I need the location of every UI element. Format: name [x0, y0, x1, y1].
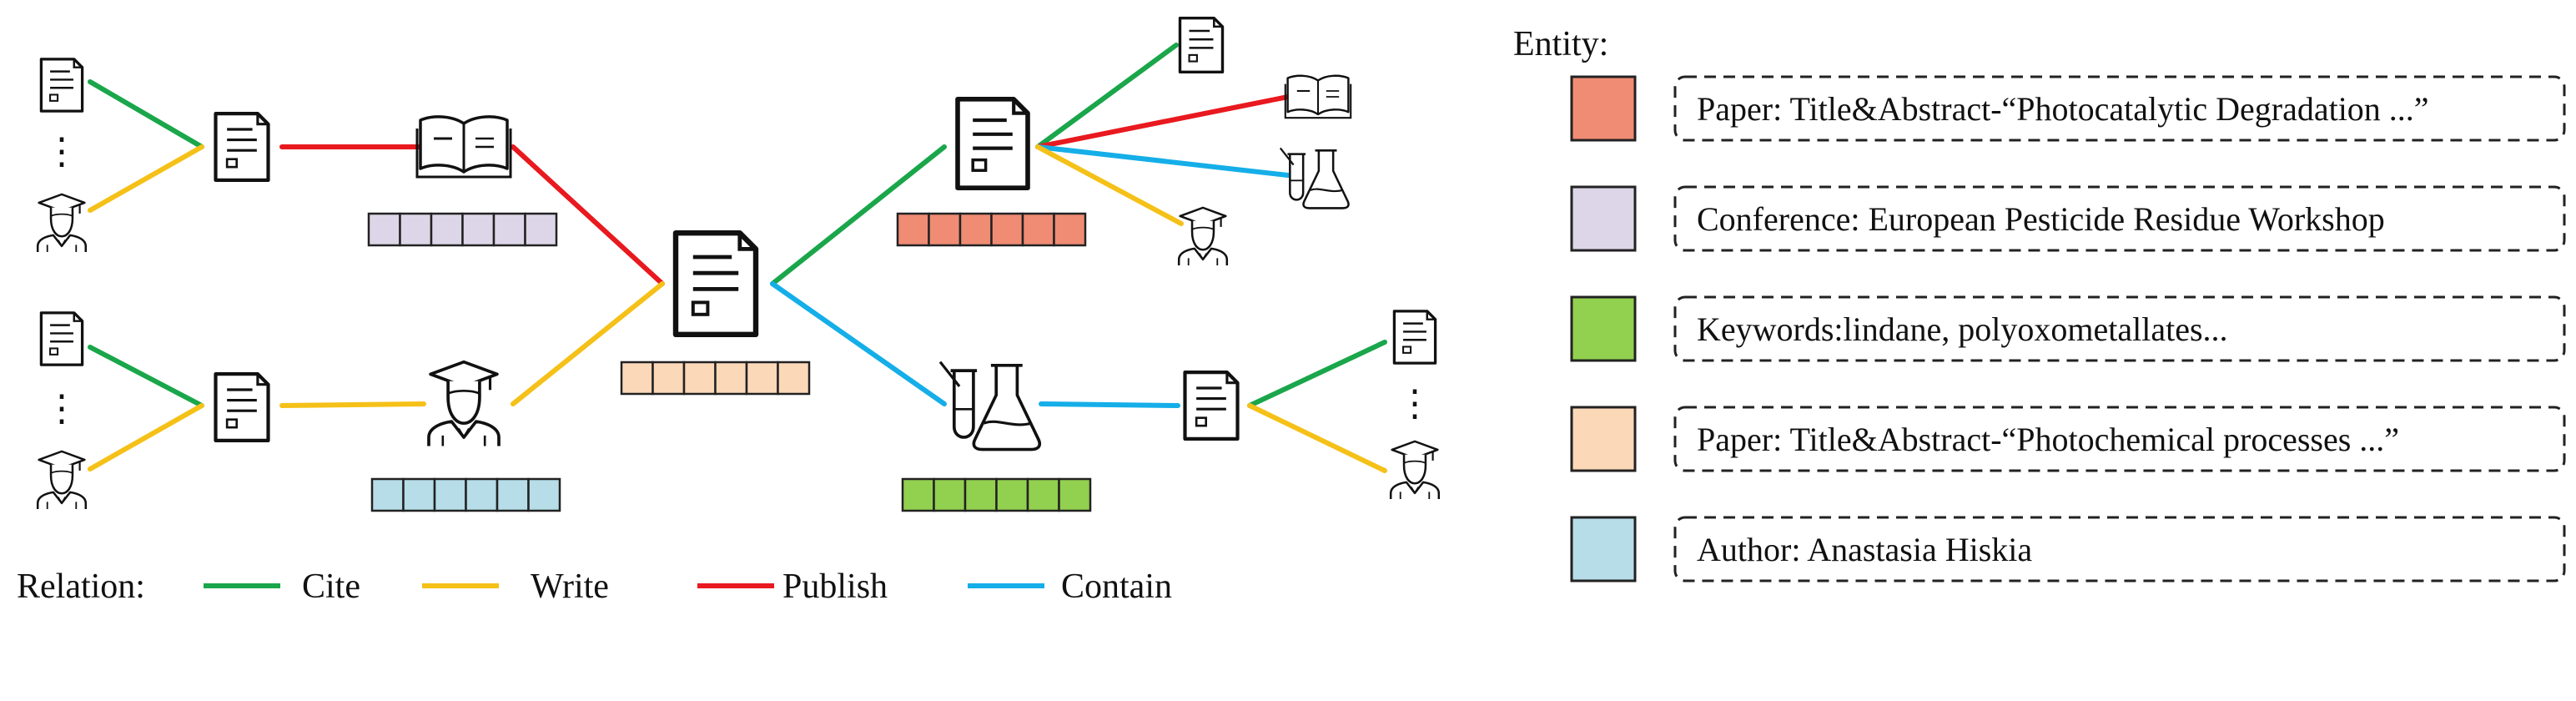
entity-label-box	[1673, 295, 2566, 362]
edge-write	[511, 281, 665, 406]
relation-label-cite: Cite	[302, 567, 360, 606]
embedding-cell	[492, 212, 526, 247]
entity-color-swatch	[1570, 75, 1637, 142]
entity-label-text: Keywords:lindane, polyoxometallates...	[1697, 310, 2228, 348]
edge-write	[1247, 403, 1387, 473]
edge-write	[279, 401, 426, 408]
relation-label-write: Write	[531, 567, 609, 606]
entity-label-text: Author: Anastasia Hiskia	[1697, 531, 2032, 568]
entity-label-text: Paper: Title&Abstract-“Photochemical pro…	[1697, 421, 2399, 458]
entity-color-swatch	[1570, 516, 1637, 582]
entity-color-swatch	[1570, 406, 1637, 472]
paper-embedding	[896, 212, 1087, 247]
embedding-cell	[745, 361, 779, 396]
ellipsis-text: ⋮	[43, 388, 80, 429]
document-icon	[216, 113, 269, 180]
relation-legend: Relation: Cite Write Publish Contain	[17, 567, 1172, 606]
edge-cite	[770, 144, 947, 286]
embedding-cell	[933, 477, 967, 512]
embedding-cell	[714, 361, 748, 396]
entity-label-box	[1673, 75, 2566, 142]
edge-publish	[1035, 94, 1291, 149]
embedding-cell	[995, 477, 1029, 512]
edge-write	[88, 144, 204, 213]
edge-contain	[1039, 401, 1180, 408]
graph-nodes: ⋮ ⋮ ⋮	[36, 16, 1441, 511]
document-icon	[676, 233, 756, 335]
document-icon	[39, 311, 84, 366]
embedding-cell	[402, 477, 436, 512]
graph-edges	[88, 43, 1387, 473]
center-paper-embedding	[620, 361, 811, 396]
flask-icon	[938, 360, 1042, 451]
embedding-cell	[433, 477, 467, 512]
edge-contain	[1035, 144, 1291, 178]
document-icon	[216, 374, 269, 441]
edge-write	[1035, 144, 1184, 226]
graduate-icon	[36, 193, 88, 254]
graduate-icon	[36, 450, 88, 511]
edge-cite	[88, 79, 204, 149]
conference-embedding	[367, 212, 558, 247]
relation-label-publish: Publish	[782, 567, 888, 606]
author-embedding	[370, 477, 561, 512]
embedding-cell	[370, 477, 405, 512]
ellipsis-text: ⋮	[1396, 383, 1433, 424]
embedding-cell	[430, 212, 464, 247]
embedding-cell	[527, 477, 561, 512]
document-icon	[1178, 16, 1225, 74]
embedding-cell	[901, 477, 935, 512]
embedding-cell	[1026, 477, 1060, 512]
embedding-cell	[990, 212, 1024, 247]
entity-label-box	[1673, 516, 2566, 582]
graduate-icon	[427, 360, 501, 448]
embedding-cell	[896, 212, 930, 247]
entity-label-text: Paper: Title&Abstract-“Photocatalytic De…	[1697, 90, 2429, 128]
book-icon	[415, 115, 512, 179]
entity-color-swatch	[1570, 295, 1637, 362]
keywords-embedding	[901, 477, 1092, 512]
embedding-cell	[496, 477, 530, 512]
embedding-cell	[524, 212, 558, 247]
entity-legend-title: Entity:	[1513, 25, 1608, 63]
document-icon	[1392, 310, 1437, 365]
graduate-icon	[1177, 206, 1229, 267]
embedding-cell	[963, 477, 998, 512]
ellipsis-text: ⋮	[43, 131, 80, 172]
edge-write	[88, 403, 204, 472]
edge-publish	[511, 144, 665, 286]
embedding-cell	[399, 212, 433, 247]
book-icon	[1284, 74, 1352, 119]
embedding-cell	[777, 361, 811, 396]
embedding-cell	[682, 361, 717, 396]
embedding-cell	[928, 212, 962, 247]
entity-color-swatch	[1570, 185, 1637, 252]
relation-legend-title: Relation:	[17, 567, 145, 606]
embedding-vectors	[367, 212, 1092, 512]
embedding-cell	[461, 212, 496, 247]
document-icon	[39, 58, 84, 113]
relation-label-contain: Contain	[1061, 567, 1172, 606]
document-icon	[1185, 372, 1238, 439]
graduate-icon	[1389, 440, 1441, 501]
embedding-cell	[1058, 477, 1092, 512]
embedding-cell	[620, 361, 654, 396]
document-icon	[958, 99, 1028, 188]
edge-cite	[1035, 43, 1179, 149]
embedding-cell	[367, 212, 401, 247]
entity-label-box	[1673, 406, 2566, 472]
embedding-cell	[1021, 212, 1055, 247]
embedding-cell	[465, 477, 499, 512]
embedding-cell	[1053, 212, 1087, 247]
entity-legend: Entity: Paper: Title&Abstract-“Photocata…	[1513, 25, 2566, 582]
entity-label-text: Conference: European Pesticide Residue W…	[1697, 200, 2385, 238]
flask-icon	[1279, 147, 1350, 209]
edge-cite	[88, 345, 204, 408]
edge-contain	[770, 281, 947, 406]
embedding-cell	[958, 212, 993, 247]
edge-cite	[1247, 340, 1387, 408]
embedding-cell	[652, 361, 686, 396]
entity-label-box	[1673, 185, 2566, 252]
